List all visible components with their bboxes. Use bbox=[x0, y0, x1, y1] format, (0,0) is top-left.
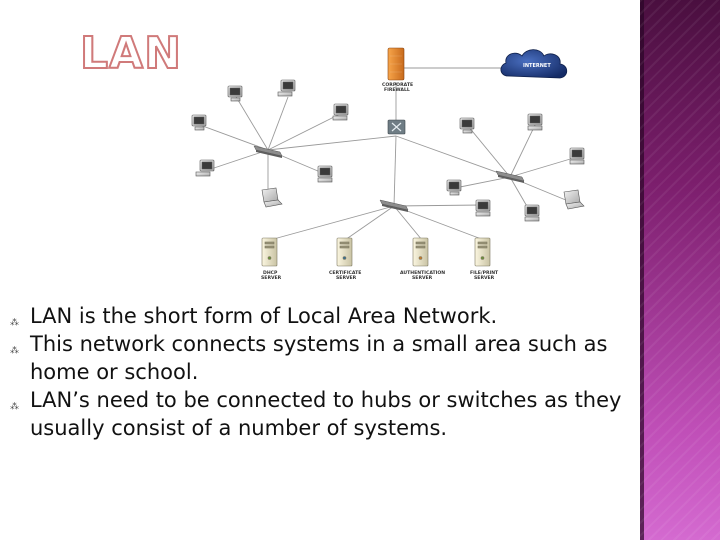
bullet-item: ⁂ This network connects systems in a smal… bbox=[10, 330, 640, 386]
bullet-text: LAN’s need to be connected to hubs or sw… bbox=[30, 388, 622, 440]
desktop-computer-icon bbox=[191, 79, 585, 222]
connection-lines bbox=[199, 67, 578, 241]
server-label-1-line1: DHCP bbox=[263, 270, 278, 276]
server-label-3-line2: SERVER bbox=[412, 275, 433, 281]
server-label-1-line2: SERVER bbox=[261, 275, 282, 281]
bullet-marker-icon: ⁂ bbox=[10, 346, 19, 356]
bullet-item: ⁂ LAN’s need to be connected to hubs or s… bbox=[10, 386, 640, 442]
bullet-list: ⁂ LAN is the short form of Local Area Net… bbox=[10, 302, 640, 442]
firewall-label-line2: FIREWALL bbox=[384, 87, 410, 93]
internet-cloud-icon: INTERNET bbox=[500, 49, 568, 79]
bullet-marker-icon: ⁂ bbox=[10, 402, 19, 412]
bullet-text: LAN is the short form of Local Area Netw… bbox=[30, 304, 498, 328]
switch-icon-left bbox=[253, 145, 283, 158]
switch-icon-right bbox=[495, 170, 525, 183]
server-label-4-line2: SERVER bbox=[474, 275, 495, 281]
server-label-2-line2: SERVER bbox=[336, 275, 357, 281]
laptop-computer-icon bbox=[261, 187, 585, 210]
side-decoration-band bbox=[640, 0, 720, 540]
server-label-2-line1: CERTIFICATE bbox=[329, 270, 361, 276]
server-label-4-line1: FILE/PRINT bbox=[470, 270, 499, 276]
bullet-item: ⁂ LAN is the short form of Local Area Net… bbox=[10, 302, 640, 330]
internet-label: INTERNET bbox=[523, 63, 551, 69]
server-icon bbox=[261, 237, 491, 267]
bullet-marker-icon: ⁂ bbox=[10, 318, 19, 328]
bullet-text: This network connects systems in a small… bbox=[30, 332, 608, 384]
switch-icon-bottom bbox=[379, 199, 409, 212]
firewall-icon bbox=[387, 47, 405, 81]
lan-network-diagram: INTERNET CORPORATE FIREWALL bbox=[191, 47, 585, 281]
firewall-label-line1: CORPORATE bbox=[382, 82, 413, 88]
slide-title: LAN bbox=[79, 27, 182, 80]
router-icon bbox=[387, 119, 406, 135]
server-label-3-line1: AUTHENTICATION bbox=[400, 270, 445, 276]
